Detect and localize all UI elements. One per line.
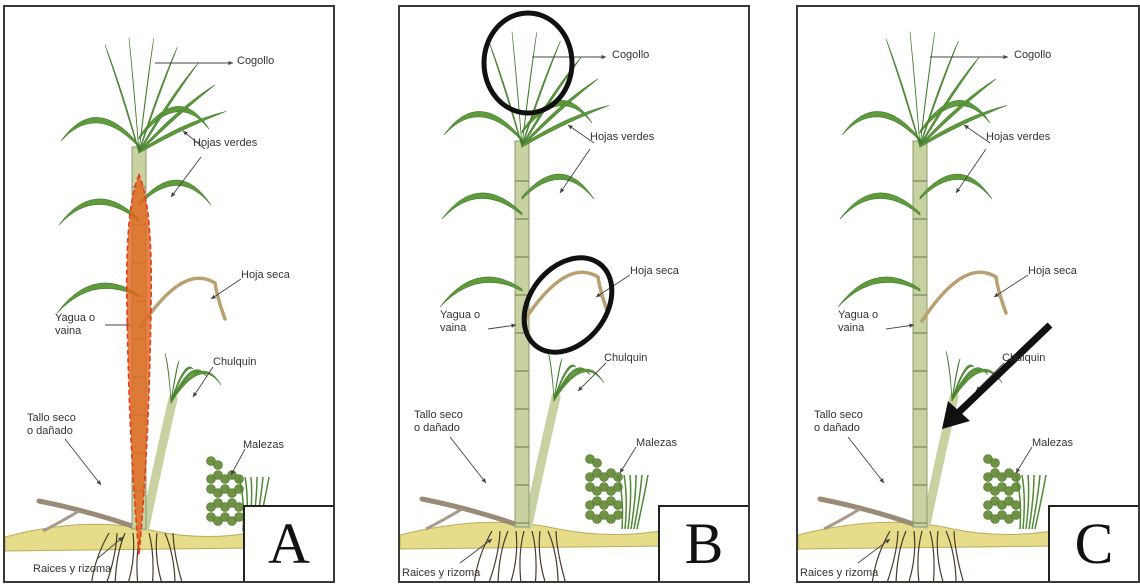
arrow-hojas-verdes-a-head [568,125,573,129]
label-cogollo: Cogollo [1014,49,1051,62]
arrow-cogollo-head [601,55,606,59]
label-malezas: Malezas [1032,437,1073,450]
panel-c: Cogollo Hojas verdes Hoja seca Yagua o v… [796,5,1140,583]
label-chulquin: Chulquin [604,352,647,365]
weed-cluster [593,459,602,468]
chulquin-shoot [528,397,556,525]
label-hojas-verdes: Hojas verdes [986,131,1050,144]
weed-cluster [214,461,223,470]
label-chulquin: Chulquin [1002,352,1045,365]
arrow-tallo-seco [450,437,486,483]
panel-letter-box: C [1048,505,1140,583]
green-leaf [59,199,139,225]
dry-leaf [141,278,225,327]
arrow-chulquin [578,363,606,391]
arrow-hojas-verdes-b-head [956,188,960,193]
green-leaf [61,117,139,147]
label-hojas-verdes: Hojas verdes [193,137,257,150]
label-raices: Raices y rizoma [402,567,480,580]
weed-cluster [614,501,623,510]
label-raices: Raices y rizoma [33,563,111,576]
weed-cluster [1012,511,1021,520]
label-tallo-seco: Tallo seco o dañado [414,409,463,435]
panel-a: Cogollo Hojas verdes Hoja seca Yagua o v… [3,5,335,583]
label-yagua: Yagua o vaina [55,312,95,338]
weed-cluster [614,511,623,520]
plant-illustration [5,7,335,583]
dry-stalk [422,499,518,525]
grass-blade [628,475,631,529]
label-raices: Raices y rizoma [800,567,878,580]
panel-b: Cogollo Hojas verdes Hoja seca Yagua o v… [398,5,750,583]
green-leaf [838,277,920,307]
label-yagua: Yagua o vaina [440,309,480,335]
green-leaf [842,111,920,141]
grass-blade [624,475,626,529]
chulquin-leaf [165,353,171,403]
cogollo-leaf [522,32,537,147]
arrow-hojas-verdes-b-head [171,192,175,197]
arrow-malezas [1016,447,1032,473]
chulquin-leaf [946,351,952,401]
green-leaf [522,174,594,199]
weed-cluster [991,459,1000,468]
green-leaf [920,174,992,199]
label-tallo-seco: Tallo seco o dañado [27,412,76,438]
dry-stalk [39,501,135,527]
arrow-tallo-seco [65,439,101,485]
cogollo-leaf [920,32,935,147]
label-cogollo: Cogollo [612,49,649,62]
plant-illustration [400,7,750,583]
pointer-arrow-shaft [958,325,1050,413]
grass-blade [1026,475,1029,529]
arrow-tallo-seco [848,437,884,483]
label-yagua: Yagua o vaina [838,309,878,335]
plant-illustration [798,7,1140,583]
arrow-chulquin-head [193,392,197,397]
green-leaf [440,277,522,307]
chulquin-shoot [145,399,173,527]
label-hoja-seca: Hoja seca [241,269,290,282]
label-cogollo: Cogollo [237,55,274,68]
green-leaf [444,111,522,141]
arrow-hoja-seca-head [211,295,216,299]
arrow-hojas-verdes-b-head [560,188,564,193]
cogollo-leaf [105,45,139,153]
label-chulquin: Chulquin [213,356,256,369]
label-tallo-seco: Tallo seco o dañado [814,409,863,435]
arrow-hojas-verdes-a-head [964,125,969,129]
panel-letter-box: B [658,505,750,583]
arrow-hojas-verdes-b [560,149,590,193]
green-leaf [840,193,920,219]
weed-cluster [1012,501,1021,510]
arrow-cogollo-head [228,61,233,65]
arrow-malezas [620,447,636,473]
cogollo-leaf [886,39,920,147]
label-hoja-seca: Hoja seca [630,265,679,278]
chulquin-leaf [548,351,554,401]
panel-letter: A [245,511,333,577]
arrow-cogollo-head [1003,55,1008,59]
panel-letter: B [660,511,748,577]
label-malezas: Malezas [243,439,284,452]
green-leaf [139,180,211,205]
label-hoja-seca: Hoja seca [1028,265,1077,278]
dry-leaf [922,272,1006,321]
cogollo-leaf [139,38,154,153]
grass-blade [1022,475,1024,529]
panel-letter-box: A [243,505,335,583]
dry-stalk [820,499,916,525]
label-hojas-verdes: Hojas verdes [590,131,654,144]
panel-letter: C [1050,511,1138,577]
label-malezas: Malezas [636,437,677,450]
green-leaf [442,193,522,219]
